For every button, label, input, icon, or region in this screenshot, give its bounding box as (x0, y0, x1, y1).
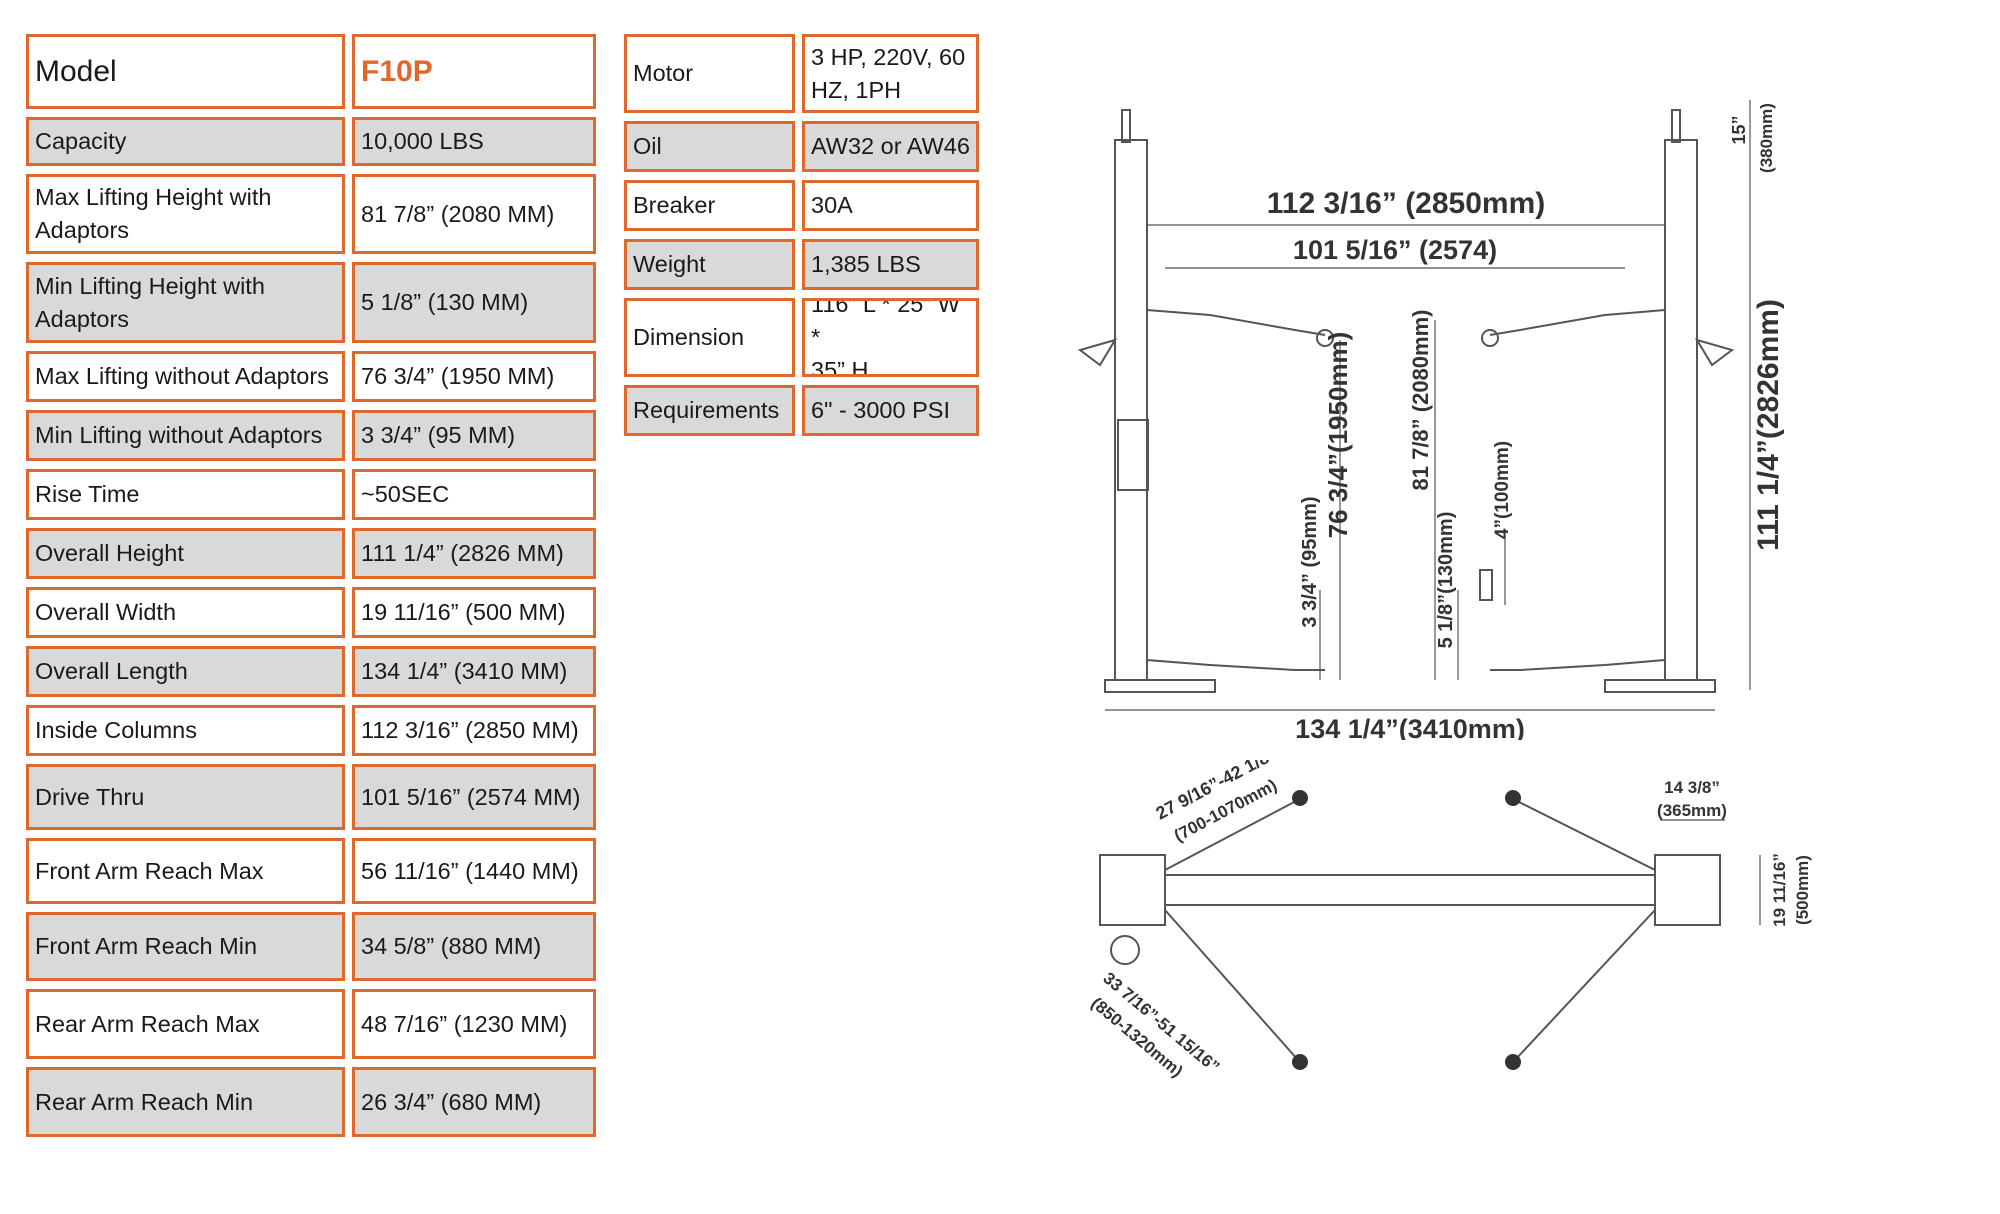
left-column (1114, 139, 1148, 681)
spec-value-14: 34 5/8” (880 MM) (352, 912, 596, 981)
right-column (1664, 139, 1698, 681)
overall-length-dim: 134 1/4”(3410mm) (1295, 714, 1525, 740)
spec-label-11: Inside Columns (26, 705, 345, 756)
spec-value-6: 6" - 3000 PSI (802, 385, 979, 436)
extension-dim: 15” (1729, 115, 1749, 144)
spec-label-15: Rear Arm Reach Max (26, 989, 345, 1059)
min-lift-with-dim: 5 1/8”(130mm) (1435, 512, 1457, 649)
spec-value-3: 81 7/8” (2080 MM) (352, 174, 596, 254)
front-view-diagram: 112 3/16” (2850mm) 101 5/16” (2574) 134 … (1077, 100, 1785, 740)
spec-value-9: 19 11/16” (500 MM) (352, 587, 596, 638)
spec-label-4: Min Lifting Height with Adaptors (26, 262, 345, 343)
spec-value-15: 48 7/16” (1230 MM) (352, 989, 596, 1059)
spec-value-6: 3 3/4” (95 MM) (352, 410, 596, 461)
spec-value-5: 116” L * 25” W * 35” H (802, 298, 979, 377)
top-view-diagram: 27 9/16”-42 1/8” (700-1070mm) 33 7/16”-5… (1087, 760, 1812, 1081)
inside-columns-dim: 112 3/16” (2850mm) (1267, 187, 1546, 220)
spec-value-1: F10P (352, 34, 596, 109)
spec-value-2: 10,000 LBS (352, 117, 596, 166)
column-depth-mm-dim: (365mm) (1657, 801, 1727, 820)
spec-label-9: Overall Width (26, 587, 345, 638)
front-arm-left (1164, 909, 1299, 1061)
spec-label-8: Overall Height (26, 528, 345, 579)
rear-arm-left (1164, 799, 1299, 871)
spec-label-6: Requirements (624, 385, 795, 436)
spec-value-11: 112 3/16” (2850 MM) (352, 705, 596, 756)
power-unit (1117, 419, 1149, 491)
front-arm-right (1514, 909, 1656, 1061)
spec-value-13: 56 11/16” (1440 MM) (352, 838, 596, 904)
spec-label-14: Front Arm Reach Min (26, 912, 345, 981)
spec-value-4: 5 1/8” (130 MM) (352, 262, 596, 343)
adaptor-dim: 4”(100mm) (1492, 441, 1513, 539)
spec-label-3: Breaker (624, 180, 795, 231)
spec-value-8: 111 1/4” (2826 MM) (352, 528, 596, 579)
column-depth-dim: 14 3/8” (1664, 778, 1720, 797)
spec-value-16: 26 3/4” (680 MM) (352, 1067, 596, 1137)
spec-value-2: AW32 or AW46 (802, 121, 979, 172)
spec-label-5: Dimension (624, 298, 795, 377)
spec-value-3: 30A (802, 180, 979, 231)
spec-value-7: ~50SEC (352, 469, 596, 520)
spec-value-5: 76 3/4” (1950 MM) (352, 351, 596, 402)
spec-label-7: Rise Time (26, 469, 345, 520)
min-lift-without-dim: 3 3/4” (95mm) (1299, 496, 1321, 627)
overall-width-dim: 19 11/16” (1770, 853, 1789, 927)
spec-label-3: Max Lifting Height with Adaptors (26, 174, 345, 254)
spec-value-4: 1,385 LBS (802, 239, 979, 290)
spec-value-1: 3 HP, 220V, 60 HZ, 1PH (802, 34, 979, 113)
max-lift-with-dim: 81 7/8” (2080mm) (1408, 310, 1433, 491)
spec-label-1: Motor (624, 34, 795, 113)
spec-label-4: Weight (624, 239, 795, 290)
spec-label-5: Max Lifting without Adaptors (26, 351, 345, 402)
spec-value-12: 101 5/16” (2574 MM) (352, 764, 596, 830)
spec-label-13: Front Arm Reach Max (26, 838, 345, 904)
right-column-top (1654, 854, 1721, 926)
spec-label-1: Model (26, 34, 345, 109)
rear-arm-right (1514, 799, 1656, 871)
spec-label-10: Overall Length (26, 646, 345, 697)
spec-label-6: Min Lifting without Adaptors (26, 410, 345, 461)
spec-label-12: Drive Thru (26, 764, 345, 830)
spec-label-2: Capacity (26, 117, 345, 166)
max-lift-without-dim: 76 3/4”(1950mm) (1323, 332, 1353, 539)
overall-height-dim: 111 1/4”(2826mm) (1752, 299, 1785, 551)
overall-width-mm-dim: (500mm) (1793, 855, 1812, 925)
spec-label-16: Rear Arm Reach Min (26, 1067, 345, 1137)
spec-label-2: Oil (624, 121, 795, 172)
left-column-top (1099, 854, 1166, 926)
extension-mm-dim: (380mm) (1757, 103, 1776, 173)
spec-value-10: 134 1/4” (3410 MM) (352, 646, 596, 697)
drive-thru-dim: 101 5/16” (2574) (1293, 235, 1497, 265)
